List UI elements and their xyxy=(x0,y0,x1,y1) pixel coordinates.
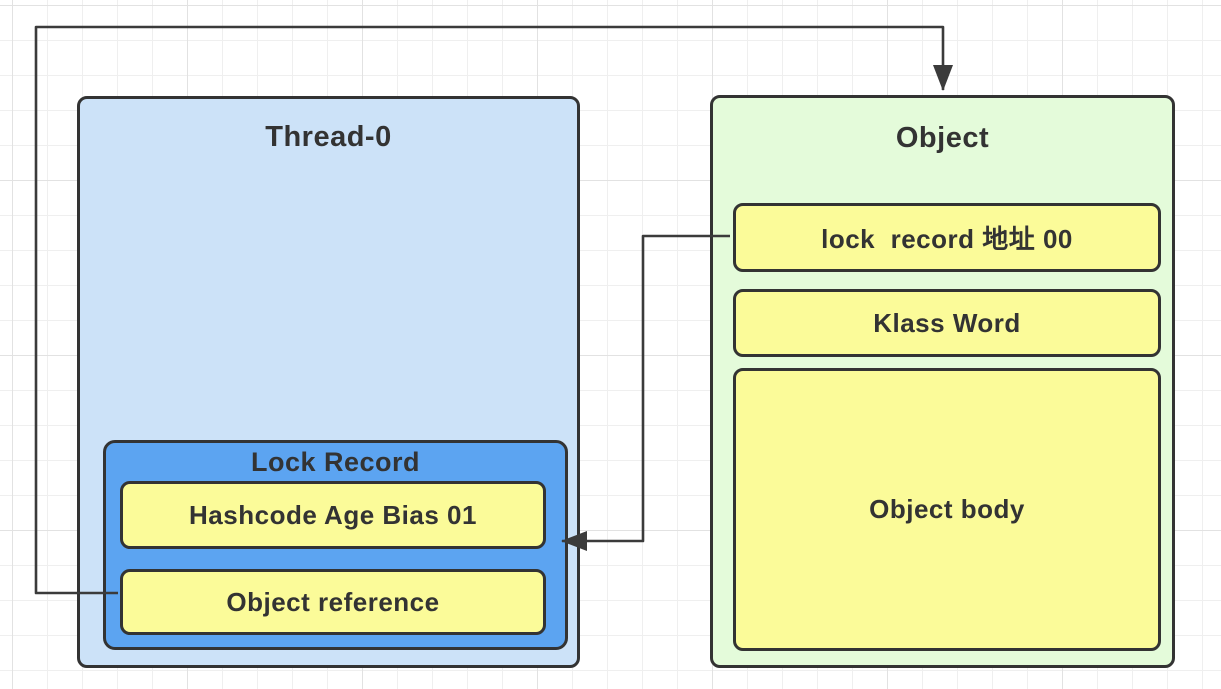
field-hashcode-age-bias-label: Hashcode Age Bias 01 xyxy=(189,499,477,530)
lock-record-node[interactable]: Lock Record Hashcode Age Bias 01 Object … xyxy=(103,440,568,650)
object-title: Object xyxy=(895,122,990,154)
field-hashcode-age-bias[interactable]: Hashcode Age Bias 01 xyxy=(120,481,546,549)
thread-node[interactable]: Thread-0 Lock Record Hashcode Age Bias 0… xyxy=(77,96,580,668)
field-object-body-label: Object body xyxy=(869,494,1025,524)
field-object-body[interactable]: Object body xyxy=(733,368,1161,651)
thread-title: Thread-0 xyxy=(265,121,392,153)
field-lock-record-address[interactable]: lock record 地址 00 xyxy=(733,203,1161,272)
edge-lock-record-addr-to-lock-record[interactable] xyxy=(561,234,730,551)
lock-record-title: Lock Record xyxy=(250,447,421,477)
field-lock-record-address-label: lock record 地址 00 xyxy=(821,224,1073,254)
object-node[interactable]: Object lock record 地址 00 Klass Word Obje… xyxy=(710,95,1175,668)
field-object-reference[interactable]: Object reference xyxy=(120,569,546,635)
field-klass-word[interactable]: Klass Word xyxy=(733,289,1161,357)
field-klass-word-label: Klass Word xyxy=(873,307,1021,338)
field-object-reference-label: Object reference xyxy=(226,586,440,617)
